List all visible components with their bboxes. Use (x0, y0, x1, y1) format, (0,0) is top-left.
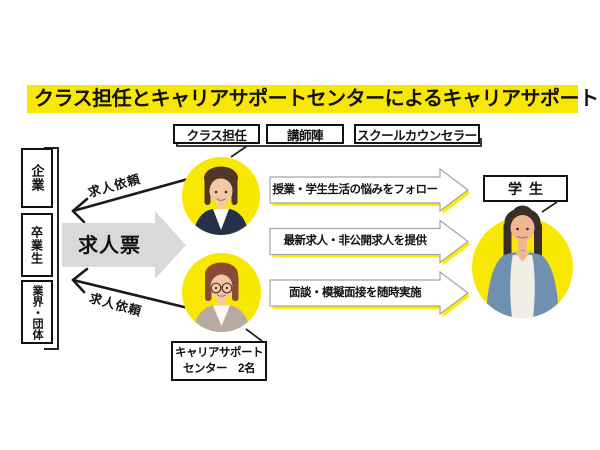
source-box-companies: 企業 (21, 148, 53, 208)
career-center-line1: キャリアサポート (175, 347, 264, 359)
support-banner-2-label: 最新求人・非公開求人を提供 (283, 235, 428, 247)
support-banner-1-label: 授業・学生生活の悩みをフォロー (272, 184, 439, 196)
role-box-class-teacher: クラス担任 (173, 124, 260, 144)
job-ticket-arrow-icon (62, 211, 186, 279)
student-box: 学生 (483, 175, 568, 202)
page-title: クラス担任とキャリアサポートセンターによるキャリアサポート (27, 85, 599, 113)
student-photo (472, 205, 573, 318)
support-banner-1-shape (269, 167, 471, 214)
career-center-line2: センター 2名 (183, 363, 255, 375)
job-request-arrow-top-icon (71, 177, 190, 224)
support-banner-2-shape (269, 219, 471, 266)
job-request-arrow-bottom-icon (71, 267, 190, 310)
student-pointer-line (541, 201, 558, 213)
source-box-industry-organizations: 業界・団体 (21, 280, 53, 344)
career-staff-photo (182, 253, 261, 332)
job-ticket-label: 求人票 (78, 235, 141, 257)
teacher-photo (182, 157, 260, 235)
support-banner-3-shape (269, 270, 471, 317)
support-banner-3-label: 面談・模擬面接を随時実施 (289, 287, 422, 299)
career-center-pointer-line (245, 328, 263, 342)
role-box-school-counselor: スクールカウンセラー (354, 124, 480, 144)
career-center-box: キャリアサポート センター 2名 (171, 341, 267, 381)
source-box-graduates: 卒業生 (21, 213, 53, 277)
role-box-instructors: 講師陣 (266, 124, 344, 144)
